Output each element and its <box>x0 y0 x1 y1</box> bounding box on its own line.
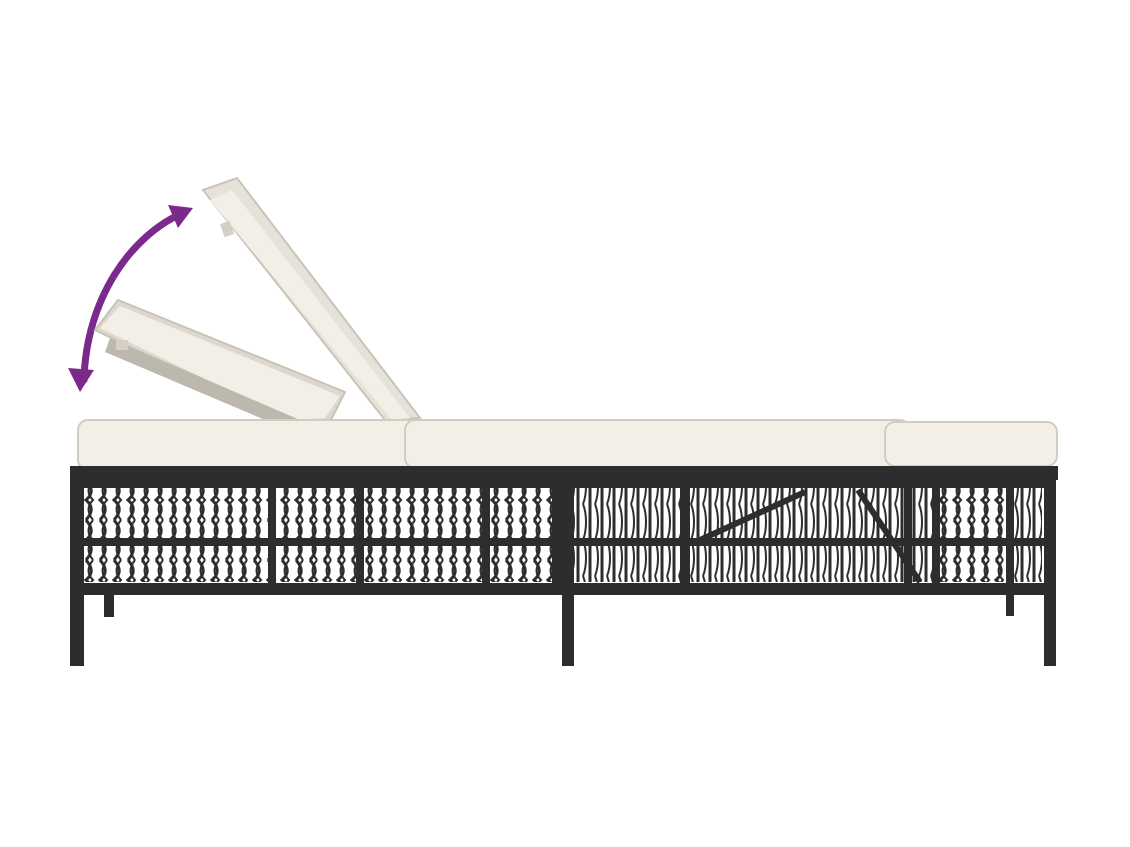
backrest-upright <box>201 176 422 422</box>
lounger-frame <box>70 466 1058 666</box>
adjust-arrow-icon <box>68 205 193 392</box>
backrest-reclined <box>93 298 347 423</box>
seat-cushion <box>77 419 1058 471</box>
